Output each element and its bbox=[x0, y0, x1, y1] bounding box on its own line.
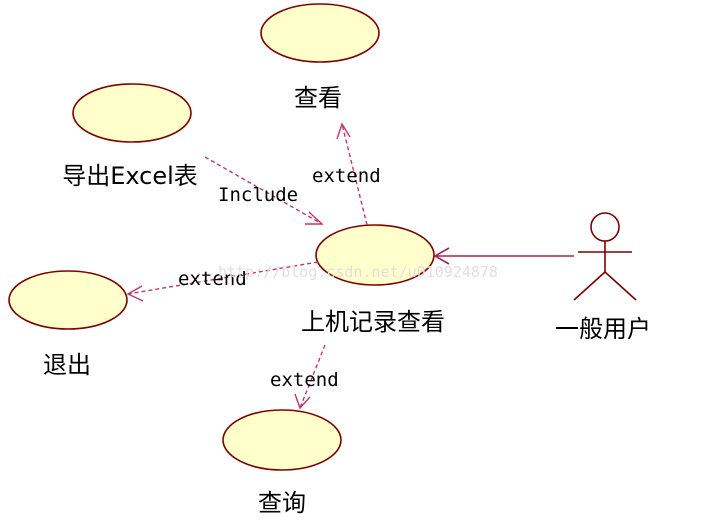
usecase-record-view-label: 上机记录查看 bbox=[301, 308, 445, 336]
extend-logout-stereotype-label: extend bbox=[178, 268, 247, 290]
extend-query-arrowhead bbox=[294, 393, 311, 410]
extend-view-stereotype-label: extend bbox=[312, 165, 381, 187]
include-arrowhead bbox=[305, 211, 324, 225]
usecase-query-ellipse bbox=[222, 409, 342, 471]
usecase-logout-label: 退出 bbox=[43, 351, 91, 379]
actor-general-user-label: 一般用户 bbox=[555, 315, 651, 343]
extend-query-stereotype-label: extend bbox=[270, 369, 339, 391]
include-stereotype-label: Include bbox=[218, 184, 298, 206]
usecase-export-ellipse bbox=[72, 83, 192, 143]
actor-association-arrowhead bbox=[433, 247, 450, 265]
usecase-view-ellipse bbox=[260, 3, 380, 63]
extend-query-dependency-line bbox=[299, 344, 326, 409]
usecase-view-label: 查看 bbox=[294, 84, 342, 112]
watermark-text: http://blog.csdn.net/u010924878 bbox=[218, 263, 498, 281]
extend-logout-arrowhead bbox=[126, 285, 144, 302]
usecase-record-view-ellipse bbox=[315, 224, 435, 286]
usecase-logout-ellipse bbox=[8, 270, 128, 330]
include-dependency-line bbox=[204, 156, 323, 225]
extend-view-dependency-line bbox=[341, 123, 368, 226]
extend-view-arrowhead bbox=[336, 122, 351, 140]
actor-figure-icon bbox=[573, 212, 637, 301]
usecase-export-label: 导出Excel表 bbox=[62, 162, 198, 190]
usecase-query-label: 查询 bbox=[258, 489, 306, 517]
